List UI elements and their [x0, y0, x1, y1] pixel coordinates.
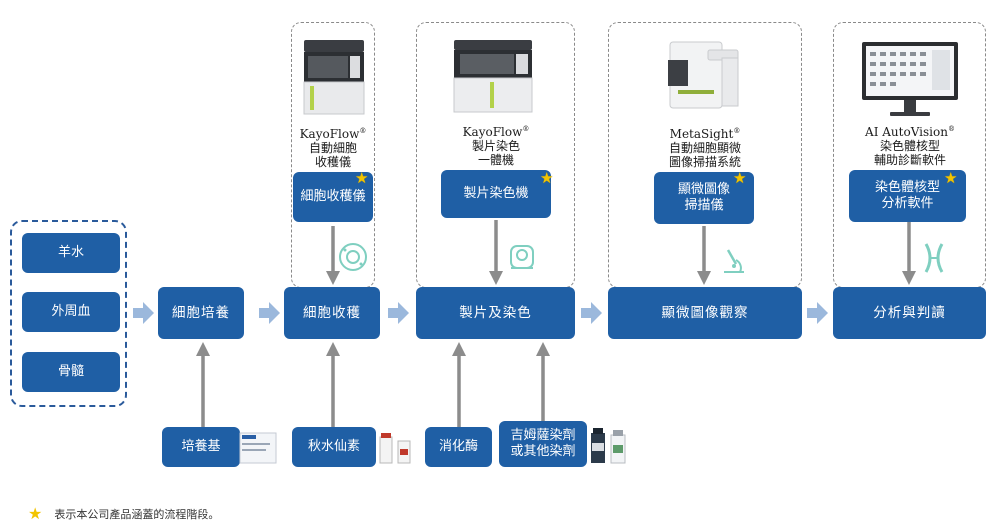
legend: ★ 表示本公司產品涵蓋的流程階段。 [28, 504, 219, 523]
source-bone-marrow: 骨髓 [22, 352, 120, 392]
flow-arrow-1 [133, 302, 154, 324]
step-analysis-interpretation: 分析與判讀 [833, 287, 986, 339]
legend-text: 表示本公司產品涵蓋的流程階段。 [54, 507, 220, 521]
stainer-machine-image [453, 40, 533, 113]
star-icon: ★ [28, 504, 43, 523]
chromosome-icon [924, 243, 944, 273]
flow-arrow-4 [581, 302, 602, 324]
flow-arrow-5 [807, 302, 828, 324]
software-monitor-image [862, 42, 958, 116]
star-icon: ★ [540, 169, 554, 187]
colchicine-vial-image [379, 433, 411, 464]
star-icon: ★ [733, 169, 747, 187]
harvester-product-name: KayoFlow® 自動細胞 收穫儀 [299, 127, 367, 169]
step-cell-culture: 細胞培養 [158, 287, 244, 339]
source-amniotic-fluid: 羊水 [22, 233, 120, 273]
microscope-icon [724, 249, 744, 273]
module-microscopy-scanner: 顯微圖像 掃描儀 [654, 172, 754, 224]
scanner-product-name: MetaSight® 自動細胞顯微 圖像掃描系統 [668, 127, 741, 169]
source-peripheral-blood: 外周血 [22, 292, 120, 332]
star-icon: ★ [355, 169, 369, 187]
reagent-giemsa-stain: 吉姆薩染劑 或其他染劑 [499, 421, 587, 467]
module-cell-harvester: 細胞收穫儀 [293, 172, 373, 222]
flow-arrow-3 [388, 302, 409, 324]
reagent-digestive-enzyme: 消化酶 [425, 427, 492, 467]
star-icon: ★ [944, 169, 958, 187]
stainer-product-name: KayoFlow® 製片染色 一體機 [462, 125, 530, 167]
harvester-machine-image [303, 40, 365, 115]
module-slide-stainer: 製片染色機 [441, 170, 551, 218]
software-product-name: AI AutoVision® 染色體核型 輔助診斷軟件 [865, 125, 955, 167]
reagent-colchicine: 秋水仙素 [292, 427, 376, 467]
step-slide-staining: 製片及染色 [416, 287, 575, 339]
reagent-culture-medium: 培養基 [162, 427, 240, 467]
stained-slide-icon [510, 245, 534, 269]
sample-source-group [10, 220, 127, 407]
step-cell-harvest: 細胞收穫 [284, 287, 380, 339]
flow-arrow-2 [259, 302, 280, 324]
cell-icon [339, 243, 367, 271]
scanner-machine-image [668, 41, 739, 109]
step-microscopy-observation: 顯微圖像觀察 [608, 287, 802, 339]
culture-medium-package-image [239, 432, 277, 464]
stain-bottles-image [591, 428, 626, 464]
module-karyotype-software: 染色體核型 分析軟件 [849, 170, 966, 222]
